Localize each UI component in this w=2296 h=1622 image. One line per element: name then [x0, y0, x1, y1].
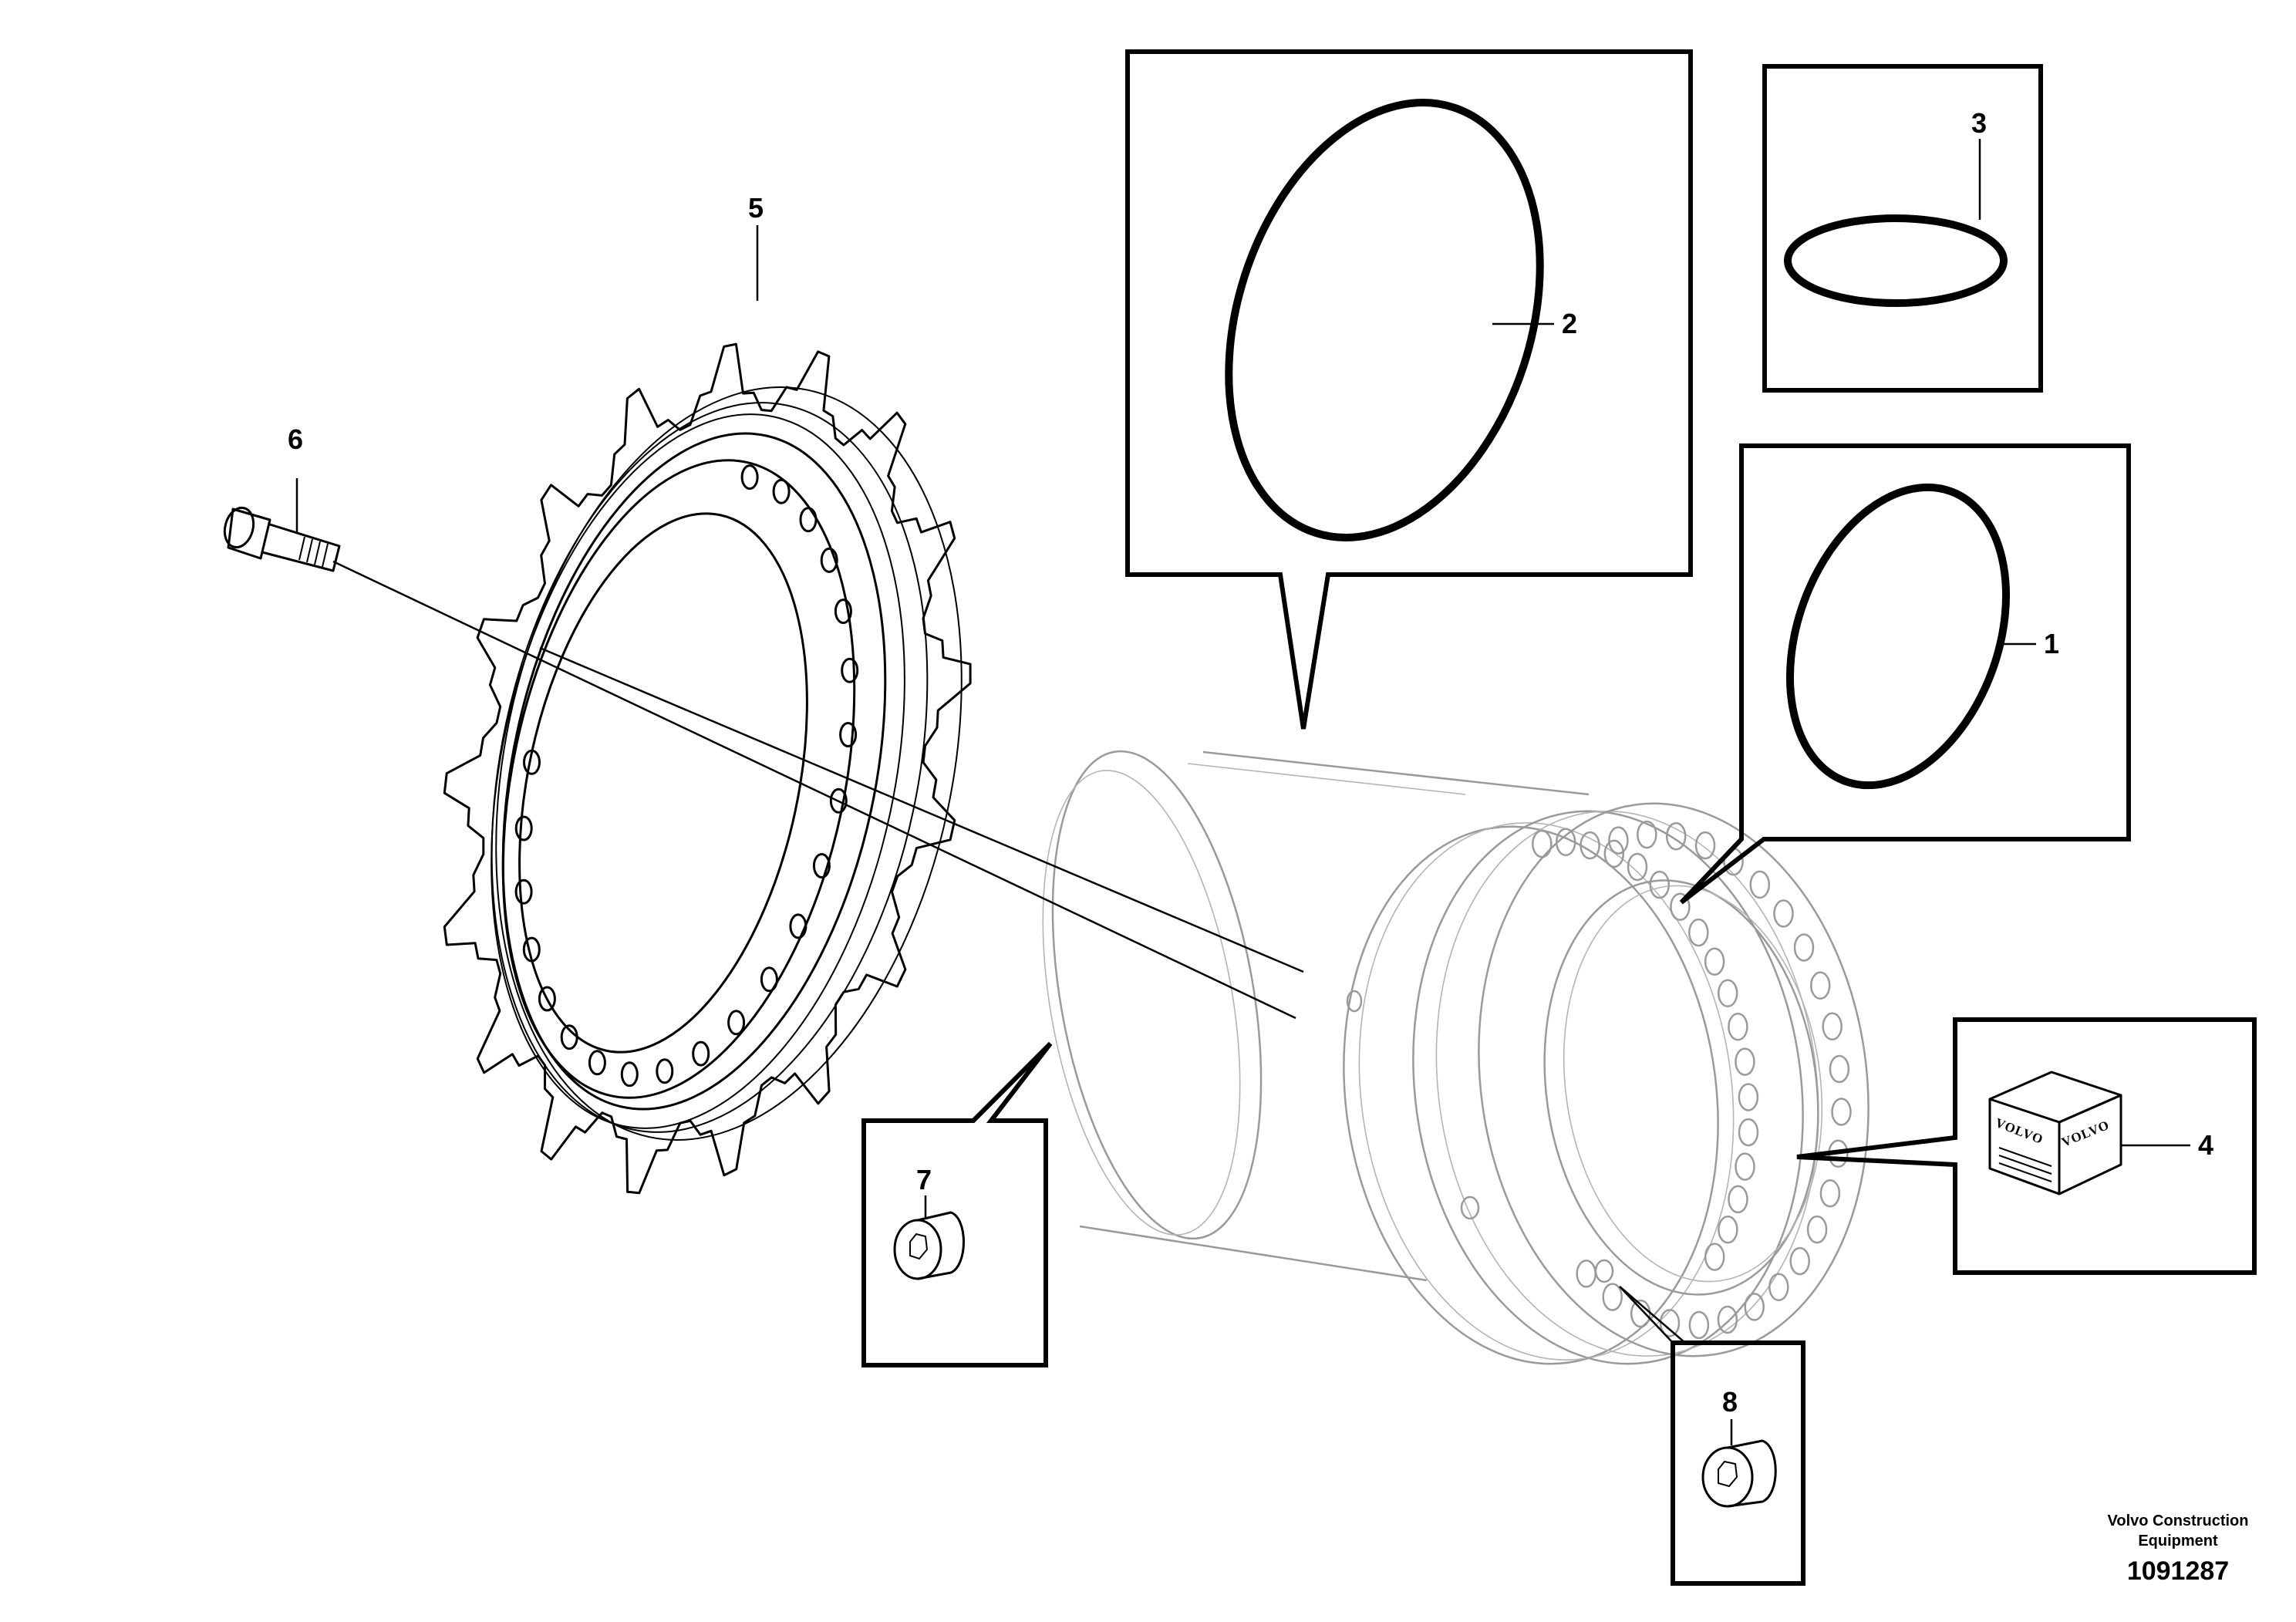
sprocket-bolt-hole: [839, 722, 858, 747]
sprocket-bolt-hole: [538, 986, 556, 1012]
housing-bolt-hole: [1829, 1054, 1850, 1084]
housing-bolt-hole: [1738, 1118, 1759, 1147]
housing-bolt-hole: [1532, 829, 1553, 858]
housing-bolt-hole: [1728, 1013, 1748, 1041]
housing-bolt-hole: [1789, 1246, 1810, 1276]
housing-bolt-hole: [1717, 1305, 1738, 1334]
housing-bolt-hole: [1793, 933, 1815, 962]
sprocket-bolt-hole: [799, 507, 818, 533]
housing-bolt-hole: [1688, 1310, 1710, 1340]
housing-bolt-hole: [1627, 852, 1648, 882]
housing-bolt-hole: [1735, 1047, 1755, 1076]
housing-bolt-hole: [1749, 870, 1771, 899]
plug-part-8: [1701, 1439, 1777, 1508]
final-drive-housing: [1042, 750, 1870, 1365]
sprocket-bolt-hole: [620, 1061, 639, 1088]
sprocket-bolt-hole: [727, 1010, 746, 1036]
detail-box-part-2: [1125, 49, 1693, 730]
sprocket-bolt-hole: [812, 853, 831, 878]
detail-box-part-8: [1619, 1286, 1805, 1586]
housing-bolt-hole: [1704, 1243, 1725, 1271]
detail-box-part-3: [1762, 64, 2043, 393]
housing-bolt-hole: [1670, 892, 1691, 921]
lubricant-package: VOLVO VOLVO: [1988, 1071, 2122, 1195]
package-brand-left: VOLVO: [1994, 1115, 2046, 1147]
callout-1: 1: [2044, 628, 2059, 659]
company-name-line2: Equipment: [2138, 1533, 2218, 1549]
sprocket-bolt-holes: [514, 464, 859, 1088]
housing-bolt-holes: [1532, 820, 1852, 1340]
detail-box-part-1: [1679, 443, 2131, 905]
housing-bolt-hole: [1822, 1012, 1843, 1041]
sprocket-bolt-hole: [834, 599, 852, 625]
package-brand-right: VOLVO: [2059, 1118, 2111, 1150]
housing-bolt-hole: [1637, 820, 1657, 849]
callout-2: 2: [1562, 308, 1577, 339]
housing-bolt-hole: [1819, 1179, 1841, 1208]
drawing-number: 1091287: [2127, 1556, 2229, 1586]
housing-bolt-hole: [1576, 1259, 1596, 1288]
sprocket-bolt-hole: [514, 815, 533, 841]
housing-bolt-hole: [1665, 822, 1687, 851]
housing-bolt-hole: [1735, 1152, 1755, 1181]
callout-8: 8: [1722, 1386, 1738, 1418]
sprocket-bolt-hole: [692, 1040, 710, 1067]
housing-bolt-hole: [1602, 1283, 1623, 1311]
callout-4: 4: [2198, 1129, 2213, 1161]
detail-box-part-7: [861, 1041, 1053, 1367]
housing-bolt-hole: [1831, 1098, 1852, 1126]
sprocket-bolt-hole: [820, 547, 838, 573]
housing-bolt-hole: [1694, 831, 1716, 860]
housing-bolt-hole: [1649, 870, 1671, 899]
sprocket-bolt-hole: [760, 966, 778, 993]
o-ring-small: [1784, 214, 2008, 307]
housing-bolt-hole: [1659, 1309, 1681, 1337]
housing-bolt-hole: [1555, 828, 1576, 857]
sprocket-bolt-hole: [588, 1050, 606, 1076]
housing-bolt-hole: [1728, 1185, 1748, 1214]
sprocket-bolt-hole: [740, 464, 759, 491]
housing-bolt-hole: [1688, 918, 1709, 947]
plug-part-7: [893, 1211, 965, 1280]
company-name-line1: Volvo Construction: [2108, 1512, 2249, 1529]
o-ring-large: [1225, 99, 1544, 541]
sprocket: [443, 342, 972, 1195]
housing-bolt-hole: [1806, 1215, 1828, 1244]
sprocket-bolt-hole: [656, 1058, 674, 1084]
housing-bolt-hole: [1580, 831, 1600, 860]
sprocket-bolt-hole: [789, 913, 807, 939]
sprocket-bolt-hole: [523, 749, 541, 775]
housing-bolt-hole: [1717, 979, 1738, 1008]
housing-bolt-hole: [1768, 1273, 1789, 1302]
housing-bolt-hole: [1809, 971, 1831, 1000]
housing-bolt-hole: [1704, 947, 1725, 976]
housing-bolt-hole: [1744, 1293, 1765, 1321]
callout-5: 5: [748, 192, 764, 224]
sprocket-bolt-hole: [841, 657, 859, 683]
sprocket-bolt-hole: [772, 478, 791, 504]
housing-bolt-hole: [1603, 839, 1625, 868]
sprocket-bolt-hole: [560, 1024, 578, 1050]
sprocket-bolt-hole: [829, 787, 848, 814]
o-ring-medium: [1785, 483, 2011, 790]
housing-bolt-hole: [1608, 826, 1629, 855]
callout-3: 3: [1971, 107, 1987, 139]
housing-bolt-hole: [1718, 1215, 1738, 1244]
housing-bolt-hole: [1738, 1083, 1759, 1111]
bolt: [223, 506, 341, 572]
sprocket-bolt-hole: [514, 878, 533, 905]
sprocket-bolt-hole: [522, 936, 541, 963]
callout-6: 6: [288, 423, 303, 455]
callout-7: 7: [916, 1164, 932, 1195]
housing-bolt-hole: [1773, 899, 1794, 928]
